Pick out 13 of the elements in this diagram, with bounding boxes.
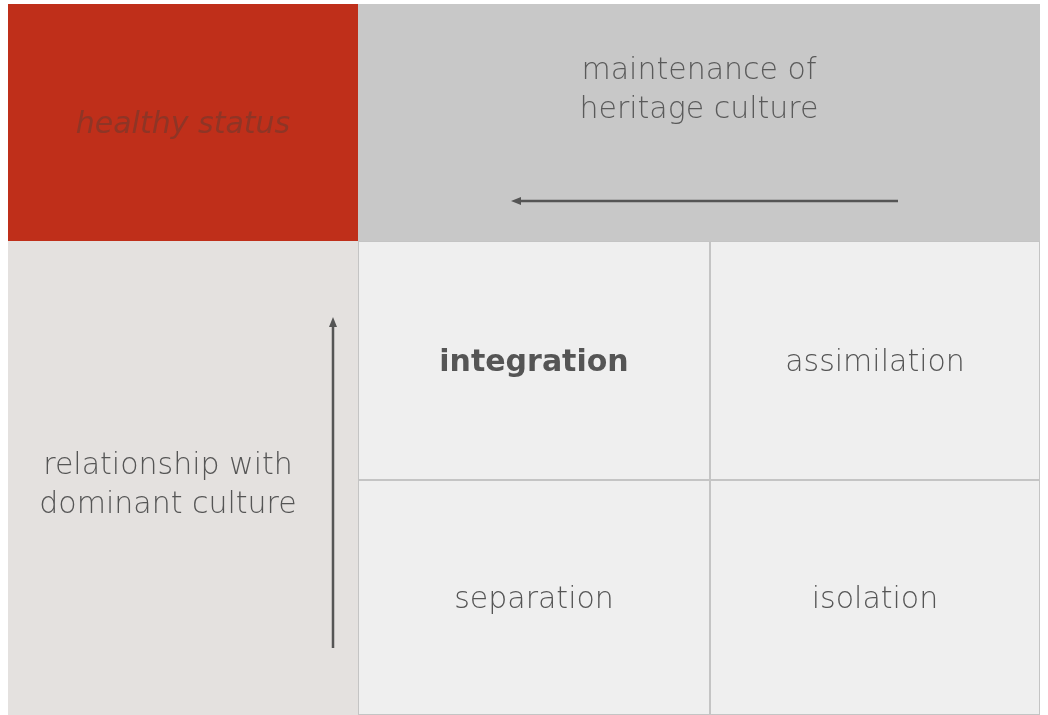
grid-cell — [358, 241, 710, 480]
cell-text: assimilation — [785, 342, 965, 380]
header-cell — [8, 4, 358, 241]
axis-heading: relationship with dominant culture — [38, 445, 298, 522]
cell-text: isolation — [811, 579, 939, 617]
axis-heading: maintenance of heritage culture — [578, 49, 820, 127]
header-cell — [8, 241, 358, 715]
grid-cell — [710, 480, 1040, 715]
cell-text: separation — [454, 579, 614, 617]
header-cell — [358, 4, 1040, 241]
grid-cell — [710, 241, 1040, 480]
cell-text: integration — [439, 342, 629, 380]
grid-cell — [358, 480, 710, 715]
